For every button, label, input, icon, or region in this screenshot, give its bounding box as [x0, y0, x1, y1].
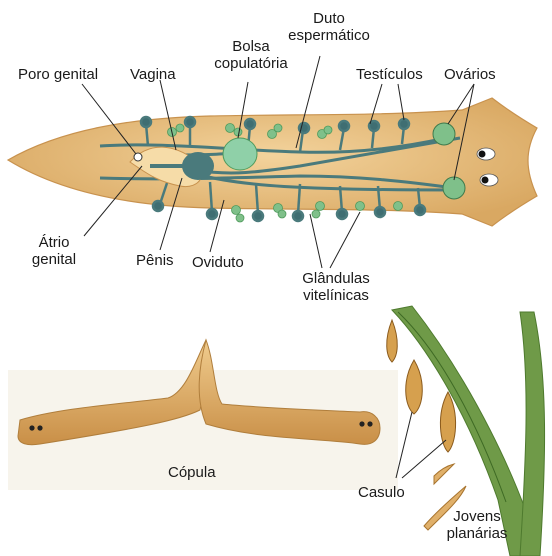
label-poro-genital: Poro genital	[18, 66, 98, 83]
label-copula: Cópula	[168, 464, 216, 481]
label-jovens-planarias: Jovens planárias	[440, 508, 514, 542]
eye-icon	[477, 148, 495, 160]
label-line: Duto	[282, 10, 376, 27]
label-line: vitelínicas	[292, 287, 380, 304]
label-line: espermático	[282, 27, 376, 44]
label-penis: Pênis	[136, 252, 174, 269]
label-line: copulatória	[208, 55, 294, 72]
label-vagina: Vagina	[130, 66, 176, 83]
label-line: planárias	[440, 525, 514, 542]
label-casulo: Casulo	[358, 484, 405, 501]
label-line: Átrio	[24, 234, 84, 251]
label-line: genital	[24, 251, 84, 268]
label-atrio-genital: Átrio genital	[24, 234, 84, 268]
label-testiculos: Testículos	[356, 66, 423, 83]
label-duto-espermatico: Duto espermático	[282, 10, 376, 44]
eye-icon	[480, 174, 498, 186]
label-line: Glândulas	[292, 270, 380, 287]
leader-lines-bottom	[396, 412, 446, 478]
label-glandulas-vitelinicas: Glândulas vitelínicas	[292, 270, 380, 304]
label-oviduto: Oviduto	[192, 254, 244, 271]
label-ovarios: Ovários	[444, 66, 496, 83]
label-line: Jovens	[440, 508, 514, 525]
